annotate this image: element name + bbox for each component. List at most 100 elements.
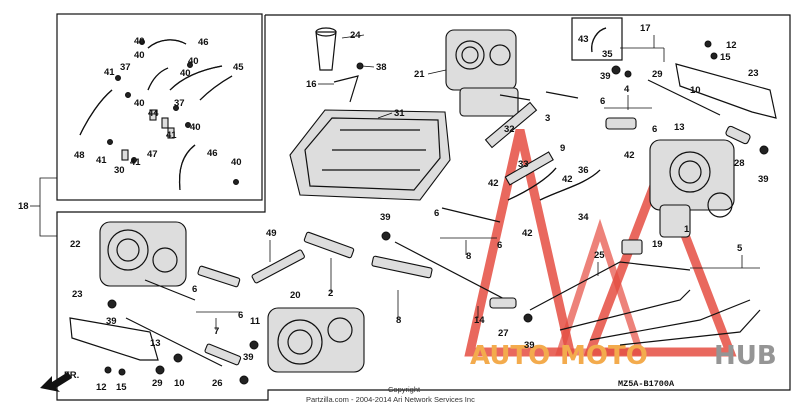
callout-8: 8: [396, 315, 401, 326]
callout-6: 6: [238, 310, 243, 321]
connecting-pipes: [125, 79, 751, 367]
callout-42: 42: [624, 150, 635, 161]
callout-40: 40: [188, 56, 199, 67]
callout-8: 8: [466, 251, 471, 262]
callout-48: 48: [74, 150, 85, 161]
callout-21: 21: [414, 69, 425, 80]
callout-6: 6: [497, 240, 502, 251]
hose-kit-frame: [56, 13, 263, 201]
callout-39: 39: [600, 71, 611, 82]
small-fasteners: [104, 40, 769, 385]
callout-37: 37: [120, 62, 131, 73]
callout-42: 42: [562, 174, 573, 185]
bracket-16: [333, 75, 359, 103]
callout-6: 6: [600, 96, 605, 107]
callout-42: 42: [488, 178, 499, 189]
hose-33-34: [507, 167, 601, 201]
callout-19: 19: [652, 239, 663, 250]
callout-12: 12: [96, 382, 107, 393]
callout-46: 46: [207, 148, 218, 159]
leader-lines: [196, 34, 760, 330]
callout-10: 10: [690, 85, 701, 96]
callout-36: 36: [578, 165, 589, 176]
callout-18-bracket: [39, 177, 57, 237]
copyright-label: Copyright: [388, 385, 421, 394]
watermark-text-moto: MOTO: [560, 341, 648, 371]
callout-23: 23: [72, 289, 83, 300]
callout-35: 35: [602, 49, 613, 60]
hose-43: [591, 27, 607, 53]
callout-41: 41: [104, 67, 115, 78]
callout-39: 39: [524, 340, 535, 351]
callout-39: 39: [243, 352, 254, 363]
callout-43: 43: [578, 34, 589, 45]
callout-40: 40: [180, 68, 191, 79]
callout-22: 22: [70, 239, 81, 250]
callout-6: 6: [434, 208, 439, 219]
throttle-link-23: [675, 63, 777, 119]
callout-10: 10: [174, 378, 185, 389]
callout-3: 3: [545, 113, 550, 124]
callout-28: 28: [734, 158, 745, 169]
callout-14: 14: [474, 315, 485, 326]
callout-6: 6: [652, 124, 657, 135]
callout-11: 11: [250, 316, 261, 327]
callout-labels: 40 46 40 41 37 40 45 40 37 44 40 40 41 4…: [18, 23, 769, 393]
throttle-link-23-lower: [69, 317, 159, 361]
callout-40: 40: [231, 157, 242, 168]
callout-13: 13: [674, 122, 685, 133]
callout-29: 29: [652, 69, 663, 80]
callout-18: 18: [18, 201, 29, 212]
callout-49: 49: [266, 228, 277, 239]
callout-42: 42: [522, 228, 533, 239]
callout-17: 17: [640, 23, 651, 34]
callout-32: 32: [504, 124, 515, 135]
callout-6: 6: [192, 284, 197, 295]
callout-40: 40: [134, 98, 145, 109]
carburetor-22: [99, 221, 196, 301]
callout-40: 40: [190, 122, 201, 133]
callout-4: 4: [624, 84, 630, 95]
carburetor-right: [649, 139, 735, 238]
callout-15: 15: [116, 382, 127, 393]
watermark-text-auto: AUTO: [470, 341, 550, 371]
callout-40: 40: [134, 36, 145, 47]
callout-39: 39: [106, 316, 117, 327]
direction-label: FR.: [64, 370, 79, 381]
carburetor-20: [267, 307, 365, 373]
callout-39: 39: [758, 174, 769, 185]
callout-24: 24: [350, 30, 361, 41]
vacuum-hose-kit: [79, 39, 239, 191]
callout-16: 16: [306, 79, 317, 90]
callout-27: 27: [498, 328, 509, 339]
callout-39: 39: [380, 212, 391, 223]
callout-44: 44: [148, 108, 159, 119]
front-direction-arrow: FR.: [40, 370, 79, 392]
callout-33: 33: [518, 159, 529, 170]
callout-46: 46: [198, 37, 209, 48]
callout-15: 15: [720, 52, 731, 63]
callout-29: 29: [152, 378, 163, 389]
callout-12: 12: [726, 40, 737, 51]
callout-13: 13: [150, 338, 161, 349]
callout-34: 34: [578, 212, 589, 223]
callout-47: 47: [147, 149, 158, 160]
diagram-code: MZ5A-B1700A: [618, 379, 675, 389]
callout-40: 40: [134, 50, 145, 61]
carburetor-top-right: [445, 29, 531, 117]
callout-20: 20: [290, 290, 301, 301]
callout-45: 45: [233, 62, 244, 73]
callout-26: 26: [212, 378, 223, 389]
callout-23: 23: [748, 68, 759, 79]
watermark-logo: AUTO MOTO HUB: [464, 129, 777, 371]
callout-25: 25: [594, 250, 605, 261]
float-chamber-cover: [315, 27, 337, 71]
callout-37: 37: [174, 98, 185, 109]
callout-31: 31: [394, 108, 405, 119]
copyright-text: Partzilla.com - 2004-2014 Ari Network Se…: [306, 395, 475, 404]
callout-2: 2: [328, 288, 333, 299]
watermark-text-hub: HUB: [714, 341, 777, 371]
main-assembly-frame: [56, 14, 791, 401]
callout-30: 30: [114, 165, 125, 176]
